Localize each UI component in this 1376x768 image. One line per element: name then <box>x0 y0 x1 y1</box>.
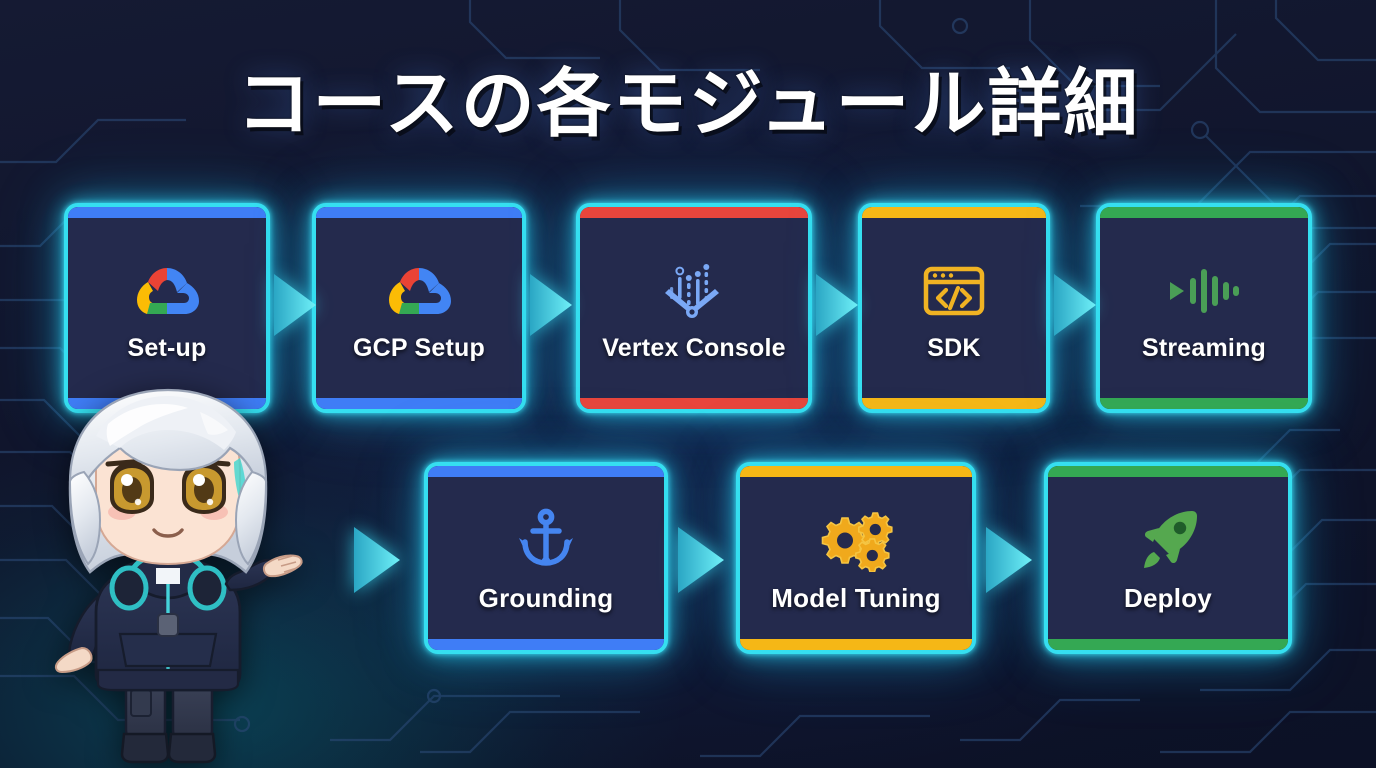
arrow-tuning-to-deploy <box>986 527 1032 593</box>
card-accent-bar-top <box>428 466 664 477</box>
card-accent-bar-top <box>1100 207 1308 218</box>
vertex-ai-icon <box>657 254 731 328</box>
card-label: Streaming <box>1141 333 1267 362</box>
google-cloud-icon <box>383 254 455 328</box>
anchor-icon <box>515 503 577 577</box>
page-title: コースの各モジュール詳細 <box>236 61 1140 147</box>
module-card-gcp-setup[interactable]: GCP Setup <box>312 203 526 413</box>
module-card-vertex-console[interactable]: Vertex Console <box>576 203 812 413</box>
code-window-icon <box>922 254 986 328</box>
arrow-grounding-to-tuning <box>678 527 724 593</box>
rocket-icon <box>1134 503 1202 577</box>
card-label: GCP Setup <box>353 333 485 362</box>
arrow-vertex-to-sdk <box>816 274 858 336</box>
card-accent-bar-bottom <box>1048 639 1288 650</box>
google-cloud-icon <box>131 254 203 328</box>
gears-icon <box>818 503 894 577</box>
module-card-model-tuning[interactable]: Model Tuning <box>736 462 976 654</box>
arrow-gcp-to-vertex <box>530 274 572 336</box>
card-accent-bar-top <box>68 207 266 218</box>
card-accent-bar-bottom <box>428 639 664 650</box>
card-accent-bar-bottom <box>862 398 1046 409</box>
module-card-streaming[interactable]: Streaming <box>1096 203 1312 413</box>
card-label: Deploy <box>1124 582 1212 613</box>
card-accent-bar-top <box>1048 466 1288 477</box>
module-card-sdk[interactable]: SDK <box>858 203 1050 413</box>
card-label: Model Tuning <box>771 582 941 613</box>
arrow-sdk-to-streaming <box>1054 274 1096 336</box>
audio-waveform-icon <box>1165 254 1243 328</box>
card-label: Set-up <box>127 333 207 362</box>
card-accent-bar-bottom <box>316 398 522 409</box>
card-accent-bar-bottom <box>580 398 808 409</box>
card-accent-bar-top <box>740 466 972 477</box>
arrow-row-to-grounding <box>354 527 400 593</box>
card-accent-bar-top <box>862 207 1046 218</box>
card-label: Vertex Console <box>602 333 786 362</box>
module-card-grounding[interactable]: Grounding <box>424 462 668 654</box>
arrow-setup-to-gcp <box>274 274 316 336</box>
chibi-guide-character <box>54 388 303 764</box>
card-accent-bar-bottom <box>1100 398 1308 409</box>
card-label: SDK <box>927 333 981 362</box>
card-accent-bar-top <box>580 207 808 218</box>
card-accent-bar-bottom <box>740 639 972 650</box>
module-card-deploy[interactable]: Deploy <box>1044 462 1292 654</box>
card-label: Grounding <box>478 582 614 613</box>
card-accent-bar-top <box>316 207 522 218</box>
